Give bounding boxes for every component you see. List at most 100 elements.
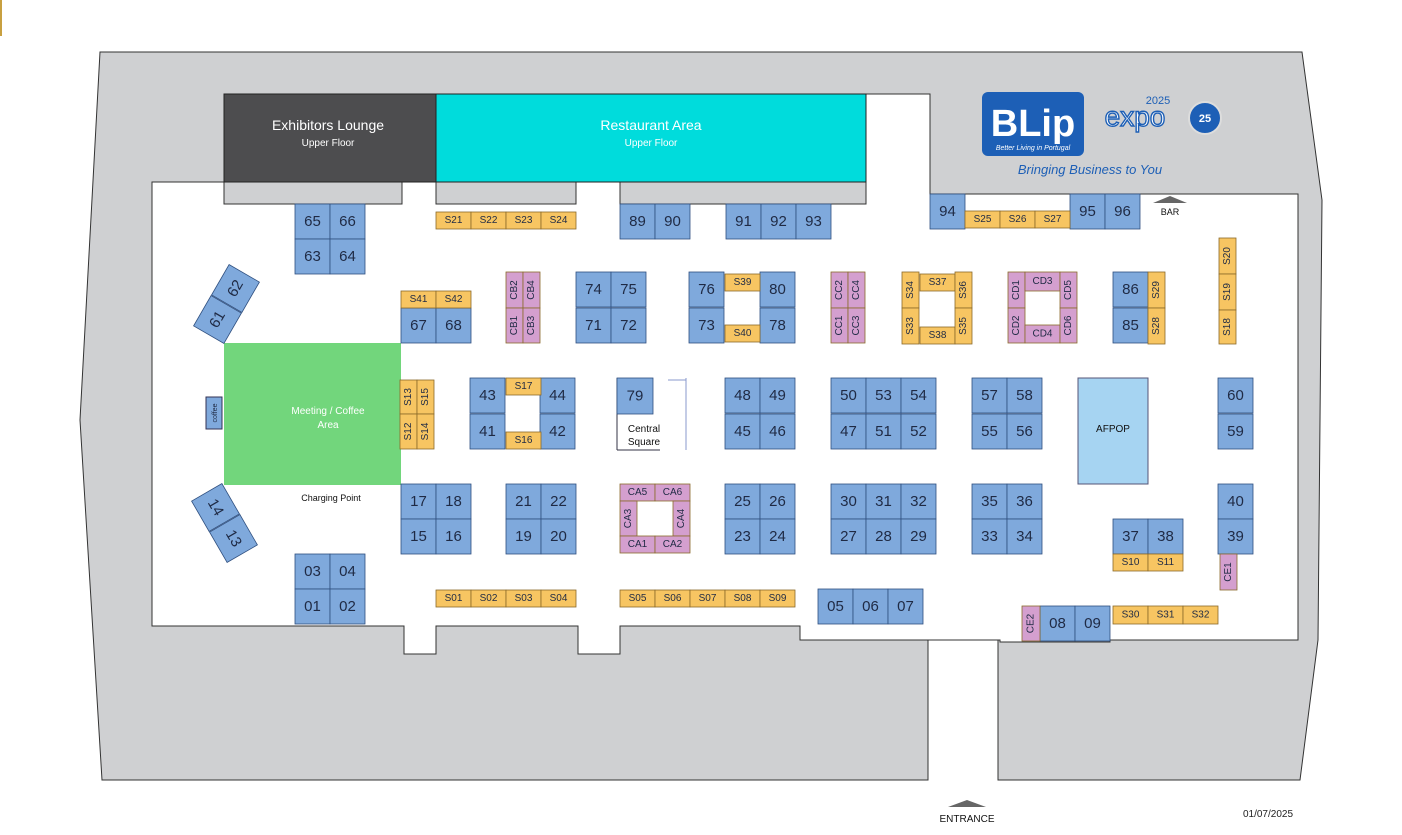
blip-expo-logo[interactable]: BLip Better Living in Portugal expo 2025…	[982, 92, 1222, 177]
booth-25[interactable]: 25	[724, 483, 761, 520]
booth-21[interactable]: 21	[505, 483, 542, 520]
booth-56[interactable]: 56	[1006, 413, 1043, 450]
booth-54[interactable]: 54	[900, 377, 937, 414]
stand-s25[interactable]: S25	[964, 210, 1001, 229]
booth-08[interactable]: 08	[1039, 605, 1076, 642]
stand-s21[interactable]: S21	[435, 211, 472, 230]
booth-23[interactable]: 23	[724, 518, 761, 555]
kiosk-cd2[interactable]: CD2	[1007, 307, 1026, 344]
exhibitors-lounge[interactable]: Exhibitors Lounge Upper Floor	[223, 93, 437, 183]
kiosk-cc2[interactable]: CC2	[830, 271, 849, 309]
booth-55[interactable]: 55	[971, 413, 1008, 450]
kiosk-ce2[interactable]: CE2	[1021, 605, 1041, 642]
booth-49[interactable]: 49	[759, 377, 796, 414]
booth-02[interactable]: 02	[329, 588, 366, 625]
stand-s08[interactable]: S08	[724, 589, 761, 608]
stand-s41[interactable]: S41	[400, 290, 437, 309]
booth-45[interactable]: 45	[724, 413, 761, 450]
kiosk-cb1[interactable]: CB1	[505, 307, 524, 344]
stand-s31[interactable]: S31	[1147, 605, 1184, 625]
stand-s39[interactable]: S39	[724, 273, 761, 292]
kiosk-cd4[interactable]: CD4	[1024, 324, 1061, 344]
restaurant-area[interactable]: Restaurant Area Upper Floor	[435, 93, 867, 183]
booth-89[interactable]: 89	[619, 203, 656, 240]
booth-51[interactable]: 51	[865, 413, 902, 450]
kiosk-cb2[interactable]: CB2	[505, 271, 524, 309]
stand-s42[interactable]: S42	[435, 290, 472, 309]
booth-24[interactable]: 24	[759, 518, 796, 555]
booth-29[interactable]: 29	[900, 518, 937, 555]
stand-s06[interactable]: S06	[654, 589, 691, 608]
kiosk-cc4[interactable]: CC4	[847, 271, 866, 309]
booth-79[interactable]: 79	[616, 377, 654, 415]
booth-33[interactable]: 33	[971, 518, 1008, 555]
stand-s40[interactable]: S40	[724, 324, 761, 343]
booth-14[interactable]: 14	[191, 483, 240, 532]
stand-s26[interactable]: S26	[999, 210, 1036, 229]
booth-90[interactable]: 90	[654, 203, 691, 240]
stand-s15[interactable]: S15	[416, 379, 435, 415]
booth-22[interactable]: 22	[540, 483, 577, 520]
stand-s19[interactable]: S19	[1218, 273, 1237, 311]
booth-67[interactable]: 67	[400, 307, 437, 344]
stand-s34[interactable]: S34	[901, 271, 920, 309]
stand-s10[interactable]: S10	[1112, 553, 1149, 572]
booth-46[interactable]: 46	[759, 413, 796, 450]
booth-85[interactable]: 85	[1112, 307, 1149, 344]
kiosk-ca3[interactable]: CA3	[619, 500, 638, 537]
booth-37[interactable]: 37	[1112, 518, 1149, 555]
stand-s14[interactable]: S14	[416, 413, 435, 450]
booth-92[interactable]: 92	[760, 203, 797, 240]
stand-s24[interactable]: S24	[540, 211, 577, 230]
kiosk-cd6[interactable]: CD6	[1059, 307, 1078, 344]
kiosk-ca2[interactable]: CA2	[654, 535, 691, 554]
booth-50[interactable]: 50	[830, 377, 867, 414]
stand-s30[interactable]: S30	[1112, 605, 1149, 625]
kiosk-cd3[interactable]: CD3	[1024, 271, 1061, 292]
stand-s27[interactable]: S27	[1034, 210, 1071, 229]
booth-31[interactable]: 31	[865, 483, 902, 520]
booth-44[interactable]: 44	[539, 377, 576, 414]
booth-86[interactable]: 86	[1112, 271, 1149, 308]
booth-59[interactable]: 59	[1217, 413, 1254, 450]
booth-64[interactable]: 64	[329, 238, 366, 275]
stand-s12[interactable]: S12	[399, 413, 418, 450]
booth-48[interactable]: 48	[724, 377, 761, 414]
booth-60[interactable]: 60	[1217, 377, 1254, 414]
stand-s38[interactable]: S38	[919, 326, 956, 345]
booth-18[interactable]: 18	[435, 483, 472, 520]
coffee-kiosk[interactable]: coffee	[205, 396, 223, 430]
booth-32[interactable]: 32	[900, 483, 937, 520]
stand-s37[interactable]: S37	[919, 273, 956, 292]
stand-s13[interactable]: S13	[399, 379, 418, 415]
stand-s32[interactable]: S32	[1182, 605, 1219, 625]
stand-s29[interactable]: S29	[1147, 271, 1166, 309]
booth-96[interactable]: 96	[1104, 193, 1141, 230]
booth-52[interactable]: 52	[900, 413, 937, 450]
stand-s23[interactable]: S23	[505, 211, 542, 230]
booth-01[interactable]: 01	[294, 588, 331, 625]
stand-s07[interactable]: S07	[689, 589, 726, 608]
booth-75[interactable]: 75	[610, 271, 647, 308]
booth-78[interactable]: 78	[759, 307, 796, 344]
kiosk-ca5[interactable]: CA5	[619, 483, 656, 502]
booth-73[interactable]: 73	[688, 307, 725, 344]
stand-s09[interactable]: S09	[759, 589, 796, 608]
booth-19[interactable]: 19	[505, 518, 542, 555]
booth-04[interactable]: 04	[329, 553, 366, 590]
stand-s18[interactable]: S18	[1218, 309, 1237, 345]
stand-s03[interactable]: S03	[505, 589, 542, 608]
stand-s04[interactable]: S04	[540, 589, 577, 608]
booth-66[interactable]: 66	[329, 203, 366, 240]
afpop-area[interactable]: AFPOP	[1077, 377, 1149, 485]
booth-72[interactable]: 72	[610, 307, 647, 344]
booth-26[interactable]: 26	[759, 483, 796, 520]
booth-28[interactable]: 28	[865, 518, 902, 555]
booth-68[interactable]: 68	[435, 307, 472, 344]
booth-17[interactable]: 17	[400, 483, 437, 520]
booth-80[interactable]: 80	[759, 271, 796, 308]
booth-30[interactable]: 30	[830, 483, 867, 520]
booth-27[interactable]: 27	[830, 518, 867, 555]
kiosk-cb3[interactable]: CB3	[522, 307, 541, 344]
booth-06[interactable]: 06	[852, 588, 889, 625]
